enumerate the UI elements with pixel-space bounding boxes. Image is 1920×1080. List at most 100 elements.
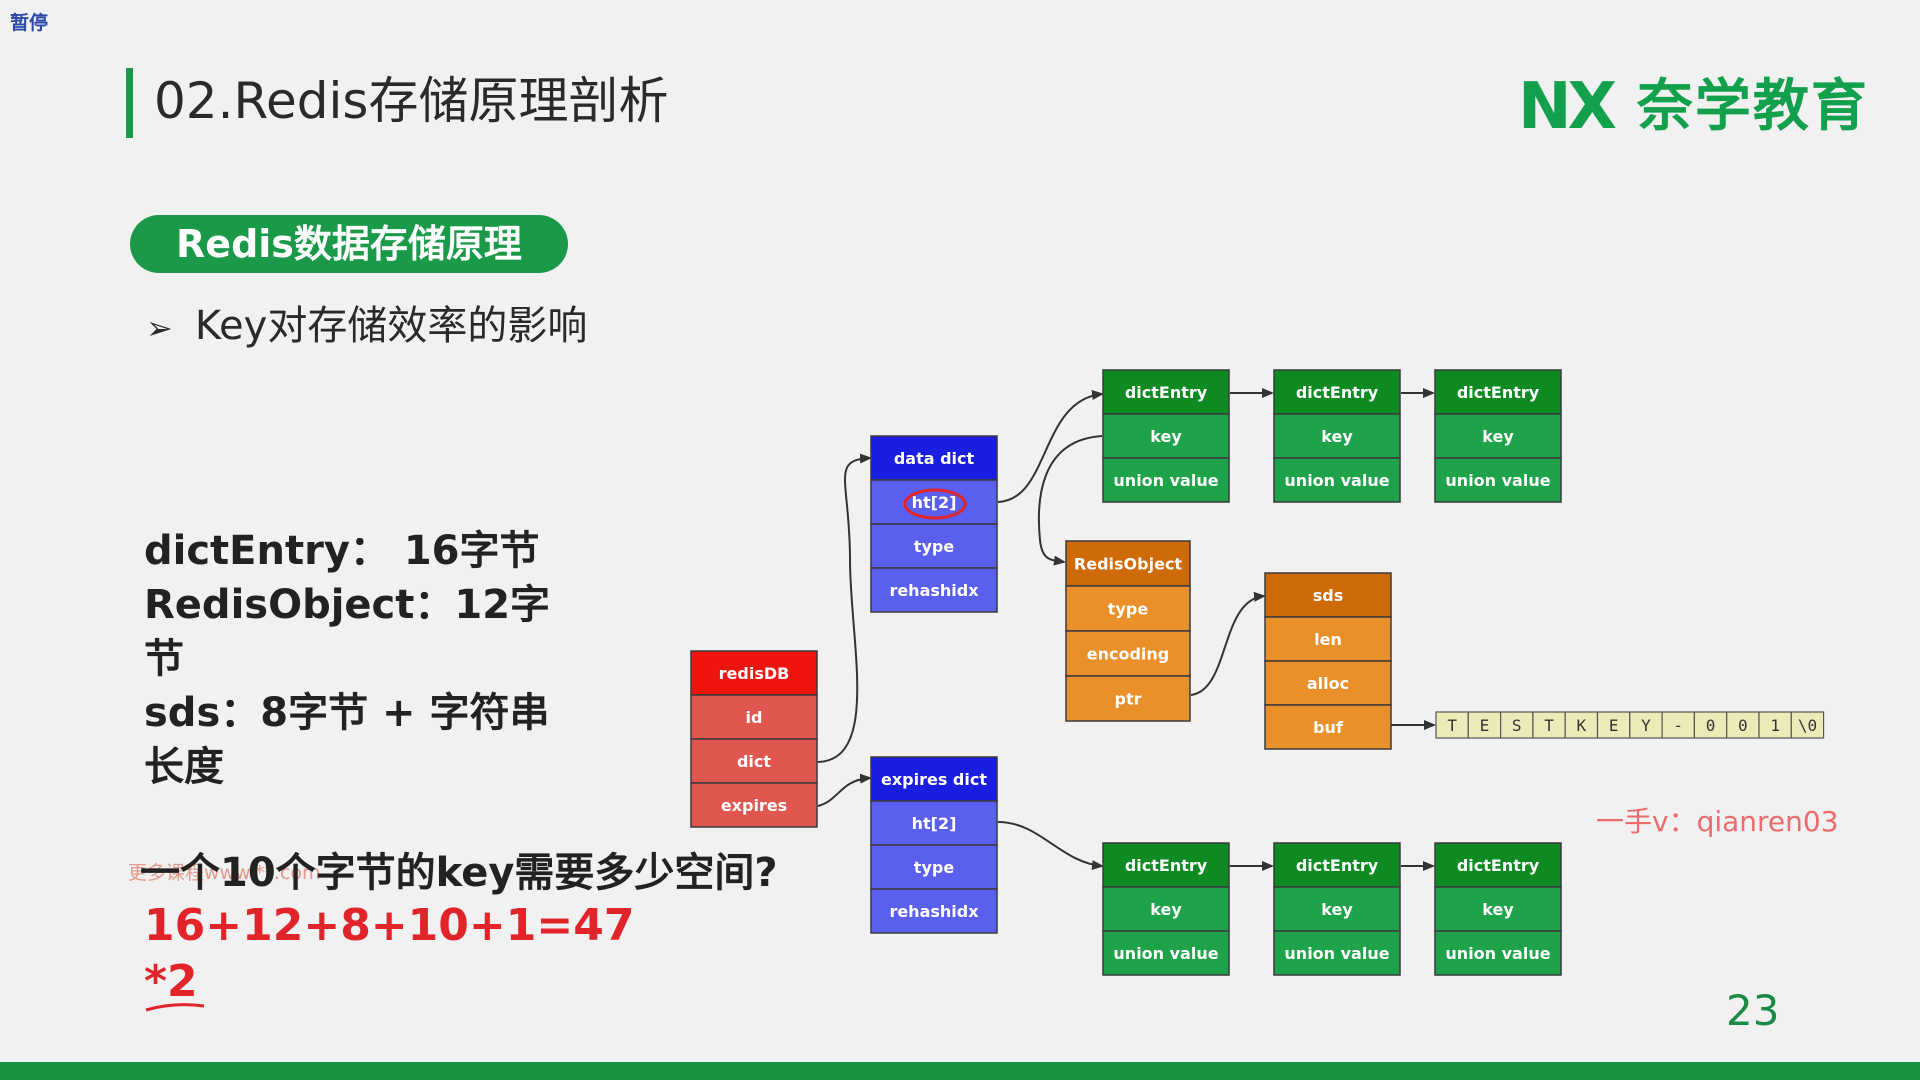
buf-cell [1532, 711, 1566, 739]
brand-logo: NX 奈学教育 [1518, 72, 1869, 142]
expires-dict-box-label: expires dict [881, 770, 987, 789]
dict-entry-top-3: dictEntry key union value [1434, 369, 1562, 503]
sds-box-label: alloc [1307, 674, 1349, 693]
watermark-left: 更多课程www.**.com [128, 862, 321, 884]
dict-entry-top-1-field [1102, 413, 1230, 459]
dict-entry-bottom-1-label: union value [1113, 944, 1218, 963]
buf-cell [1790, 711, 1825, 739]
expires-dict-box-label: ht[2] [912, 814, 957, 833]
expires-dict-box-header [870, 756, 998, 802]
sds-box-label: buf [1313, 718, 1344, 737]
buf-cell [1499, 711, 1534, 739]
buf-cell-char: - [1673, 716, 1683, 735]
dict-entry-bottom-1-label: dictEntry [1125, 856, 1208, 875]
buf-cell-char: 0 [1706, 716, 1716, 735]
page-number: 23 [1726, 986, 1780, 1035]
connector-ht-to-dictentry [997, 390, 1104, 503]
dict-entry-top-2-header [1273, 369, 1401, 415]
sds-box-label: sds [1313, 586, 1344, 605]
size-list: dictEntry： 16字节 RedisObject：12字节 sds：8字节… [144, 524, 584, 794]
dict-entry-top-3-label: key [1482, 427, 1514, 446]
data-dict-box-label: ht[2] [912, 493, 957, 512]
redis-object-box-field [1065, 630, 1191, 677]
buf-cell-char: 0 [1738, 716, 1748, 735]
data-dict-box-label: type [914, 537, 955, 556]
buf-cell [1596, 711, 1631, 739]
buf-cell [1693, 711, 1728, 739]
dict-entry-top-1-header [1102, 369, 1230, 415]
redisdb-box-field [690, 738, 818, 784]
dict-entry-bottom-3-field [1434, 930, 1562, 976]
buf-cell-char: Y [1641, 716, 1651, 735]
dict-entry-top-3-label: dictEntry [1457, 383, 1540, 402]
dict-entry-top-2-field [1273, 457, 1401, 503]
buf-cell-char: S [1512, 716, 1522, 735]
connector-expires-to-expires-dict [817, 773, 872, 807]
connector-value-to-redisobject [1037, 435, 1103, 566]
dict-entry-top-3-header [1434, 369, 1562, 415]
buf-cell-char: K [1577, 716, 1587, 735]
redis-object-box-field [1065, 675, 1191, 722]
dict-entry-top-1: dictEntry key union value [1102, 369, 1230, 503]
dict-entry-bottom-1-label: key [1150, 900, 1182, 919]
logo-mark: NX [1518, 70, 1617, 144]
redis-object-box-field [1065, 585, 1191, 632]
dict-entry-top-3-label: union value [1445, 471, 1550, 490]
section-pill: Redis数据存储原理 [130, 215, 568, 273]
buf-cell [1661, 711, 1695, 739]
redisdb-box: redisDB id dict expires [690, 650, 818, 828]
dict-entry-top-2-label: dictEntry [1296, 383, 1379, 402]
redis-object-box-label: RedisObject [1074, 555, 1183, 574]
redisdb-box-field [690, 782, 818, 828]
logo-text: 奈学教育 [1636, 74, 1869, 139]
size-dictentry: dictEntry： 16字节 [144, 528, 540, 574]
connector-ptr-to-sds [1190, 591, 1266, 696]
dict-entry-bottom-3-header [1434, 842, 1562, 888]
multiplier-text: *2 [144, 956, 198, 1007]
sds-box-label: len [1314, 630, 1342, 649]
buf-cell-char: T [1544, 716, 1554, 735]
redisdb-box-label: expires [721, 796, 787, 815]
buf-cell [1726, 711, 1760, 739]
dict-entry-bottom-1-header [1102, 842, 1230, 888]
data-dict-box-field [870, 523, 998, 569]
sds-box-field [1264, 704, 1392, 750]
sds-box: sds len alloc buf [1264, 572, 1392, 750]
buf-cell-char: T [1447, 716, 1457, 735]
handwritten-underline [145, 1003, 205, 1012]
redisdb-box-label: id [746, 708, 763, 727]
dict-entry-bottom-2-label: dictEntry [1296, 856, 1379, 875]
redisdb-box-label: redisDB [719, 664, 790, 683]
expires-dict-box-field [870, 888, 998, 934]
connectors [817, 388, 1436, 871]
expires-dict-box-field [870, 844, 998, 890]
redis-object-box-label: encoding [1087, 645, 1170, 664]
dict-entry-bottom-3-label: dictEntry [1457, 856, 1540, 875]
dict-entry-top-1-label: key [1150, 427, 1182, 446]
dict-entry-bottom-3-label: union value [1445, 944, 1550, 963]
dict-entry-top-1-label: dictEntry [1125, 383, 1208, 402]
buf-cell-char: E [1609, 716, 1619, 735]
pause-label[interactable]: 暂停 [10, 12, 49, 34]
buf-cell [1435, 711, 1469, 739]
dict-entry-bottom-2-label: key [1321, 900, 1353, 919]
dict-entry-top-1-field [1102, 457, 1230, 503]
redisdb-box-label: dict [737, 752, 771, 771]
redis-object-box-label: ptr [1115, 690, 1142, 709]
expires-dict-box-label: rehashidx [889, 902, 979, 921]
dict-entry-top-1-label: union value [1113, 471, 1218, 490]
redis-object-box-header [1065, 540, 1191, 587]
bottom-bar [0, 1062, 1920, 1080]
bullet-text: Key对存储效率的影响 [194, 303, 588, 349]
dict-entry-bottom-1-field [1102, 930, 1230, 976]
dict-entry-bottom-2-header [1273, 842, 1401, 888]
size-sds: sds：8字节 + 字符串长度 [144, 690, 550, 790]
dict-entry-top-3-field [1434, 457, 1562, 503]
buf-cell-char: E [1480, 716, 1490, 735]
data-dict-box-label: rehashidx [889, 581, 979, 600]
dict-entry-top-2-label: key [1321, 427, 1353, 446]
